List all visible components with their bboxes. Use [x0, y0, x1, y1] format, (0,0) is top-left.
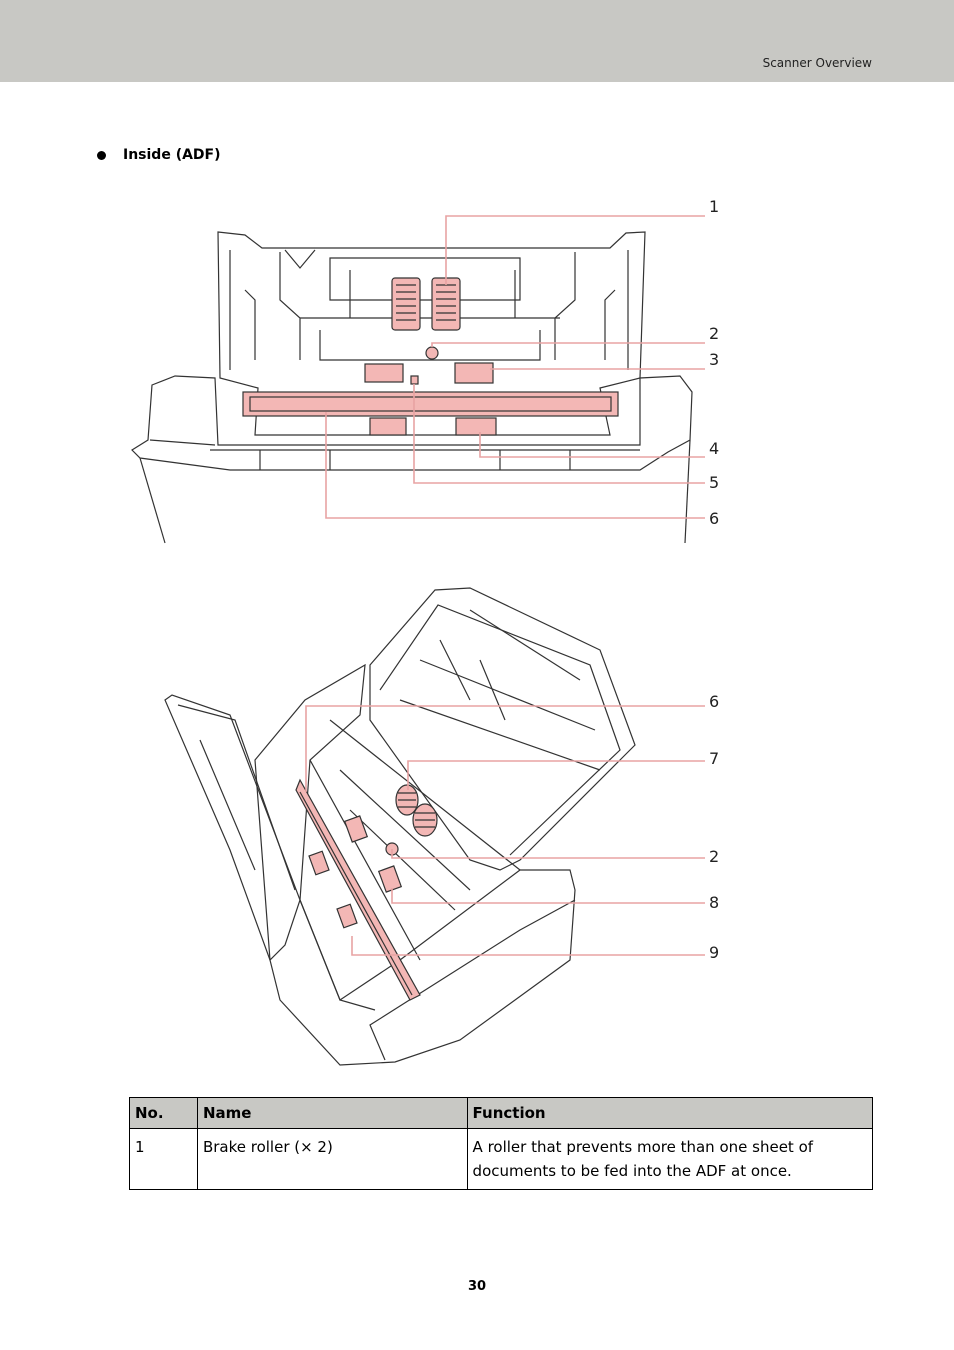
callout-4: 4 [709, 439, 720, 458]
callout-7: 7 [709, 749, 720, 768]
cell-name: Brake roller (× 2) [196, 1128, 468, 1190]
cell-function: A roller that prevents more than one she… [466, 1128, 874, 1190]
callout-3: 3 [709, 350, 720, 369]
section-heading: Inside (ADF) [97, 147, 221, 163]
section-title: Inside (ADF) [123, 147, 221, 163]
cell-no: 1 [129, 1128, 198, 1190]
header-title: Scanner Overview [762, 56, 872, 70]
callout-8: 8 [709, 893, 720, 912]
bullet-icon [97, 150, 106, 160]
parts-table: No. Name Function 1 Brake roller (× 2) A… [129, 1097, 874, 1190]
callout-9: 9 [709, 943, 720, 962]
callout-2-bottom: 2 [709, 847, 720, 866]
column-header-no: No. [129, 1097, 198, 1129]
callout-6-bottom: 6 [709, 692, 720, 711]
adf-front-illustration [131, 215, 705, 544]
callout-6: 6 [709, 509, 720, 528]
table-header-row: No. Name Function [129, 1097, 874, 1129]
callout-1: 1 [709, 197, 720, 216]
adf-angled-illustration [164, 587, 705, 1066]
column-header-function: Function [466, 1097, 874, 1129]
page-header: Scanner Overview [0, 0, 954, 82]
table-row: 1 Brake roller (× 2) A roller that preve… [129, 1128, 874, 1190]
callout-2: 2 [709, 324, 720, 343]
callout-5: 5 [709, 473, 720, 492]
page-number: 30 [467, 1279, 487, 1294]
column-header-name: Name [196, 1097, 468, 1129]
